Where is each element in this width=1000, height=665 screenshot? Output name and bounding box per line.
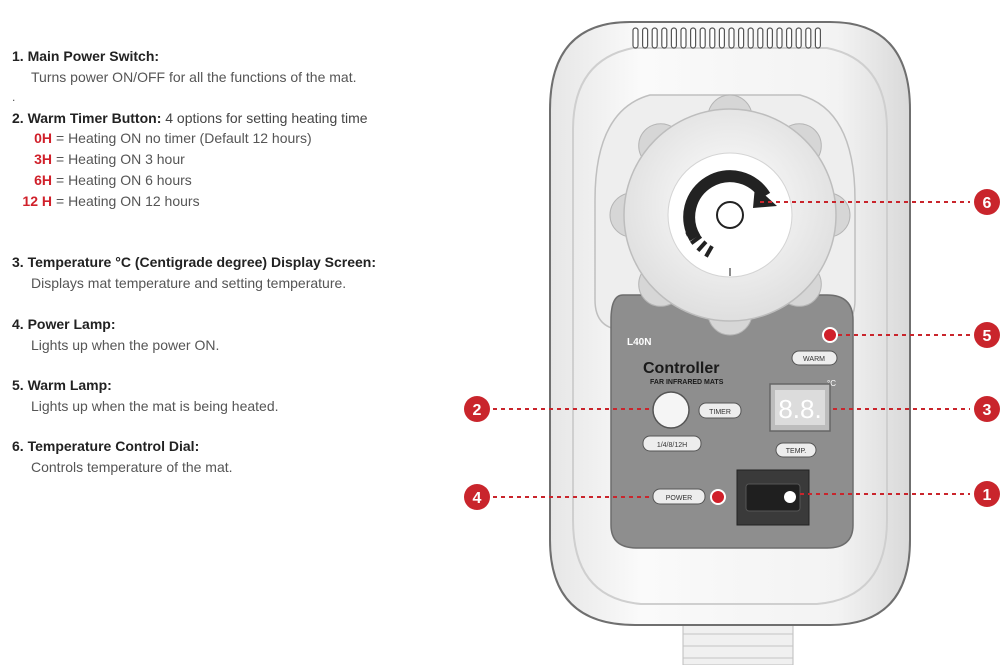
timer-option-3h: 3H= Heating ON 3 hour [34, 151, 185, 167]
item-3-title: 3. Temperature °C (Centigrade degree) Di… [12, 254, 377, 270]
svg-text:2: 2 [473, 402, 482, 419]
legend-panel: 1. Main Power Switch: Turns power ON/OFF… [12, 0, 442, 665]
vent-grille [632, 27, 821, 49]
degree-label: °C [827, 379, 836, 388]
separator-dot: . [12, 90, 16, 104]
callout-5: 5 [974, 322, 1000, 348]
timer-label-pill [698, 402, 742, 419]
brand-label: Controller [643, 360, 719, 377]
callout-1: 1 [974, 481, 1000, 507]
dial-arc-indicator [683, 170, 771, 242]
item-4-title: 4. Power Lamp: [12, 316, 116, 332]
controller-device: L40N Controller FAR INFRARED MATS WARM T… [455, 0, 1000, 665]
item-3-desc: Displays mat temperature and setting tem… [31, 275, 347, 291]
item-1-title: 1. Main Power Switch: [12, 48, 160, 64]
timer-options-label: 1/4/8/12H [657, 442, 687, 449]
warm-lamp [822, 327, 838, 343]
svg-text:1: 1 [983, 487, 992, 504]
timer-button[interactable] [652, 391, 690, 429]
power-label: POWER [666, 495, 692, 502]
temperature-display-digits: 8.8. [778, 394, 821, 424]
power-label-pill [652, 488, 706, 505]
item-1-desc: Turns power ON/OFF for all the functions… [31, 69, 357, 85]
callout-lines [493, 201, 970, 498]
tagline-label: FAR INFRARED MATS [650, 379, 724, 386]
callout-2: 2 [464, 396, 490, 422]
callout-4: 4 [464, 484, 490, 510]
item-4-desc: Lights up when the power ON. [31, 337, 220, 353]
temp-label: TEMP. [786, 448, 807, 455]
svg-text:5: 5 [983, 328, 992, 345]
temp-button[interactable] [775, 442, 817, 458]
svg-text:6: 6 [983, 195, 992, 212]
item-5-title: 5. Warm Lamp: [12, 377, 112, 393]
warm-label-pill [791, 350, 838, 366]
temperature-control-dial[interactable] [609, 94, 851, 336]
callout-6: 6 [974, 189, 1000, 215]
item-2-title: 2. Warm Timer Button: 4 options for sett… [12, 110, 368, 126]
timer-option-12h: 12 H= Heating ON 12 hours [22, 193, 200, 209]
controller-illustration: L40N Controller FAR INFRARED MATS WARM T… [464, 21, 1000, 665]
item-6-title: 6. Temperature Control Dial: [12, 438, 200, 454]
item-6-desc: Controls temperature of the mat. [31, 459, 233, 475]
power-lamp [710, 489, 726, 505]
timer-option-0h: 0H= Heating ON no timer (Default 12 hour… [34, 130, 312, 146]
timer-option-6h: 6H= Heating ON 6 hours [34, 172, 192, 188]
timer-options-pill [642, 435, 702, 452]
svg-text:3: 3 [983, 402, 992, 419]
svg-text:4: 4 [473, 490, 482, 507]
warm-label: WARM [803, 356, 825, 363]
timer-label: TIMER [709, 409, 731, 416]
model-label: L40N [627, 337, 651, 348]
callout-3: 3 [974, 396, 1000, 422]
item-5-desc: Lights up when the mat is being heated. [31, 398, 279, 414]
